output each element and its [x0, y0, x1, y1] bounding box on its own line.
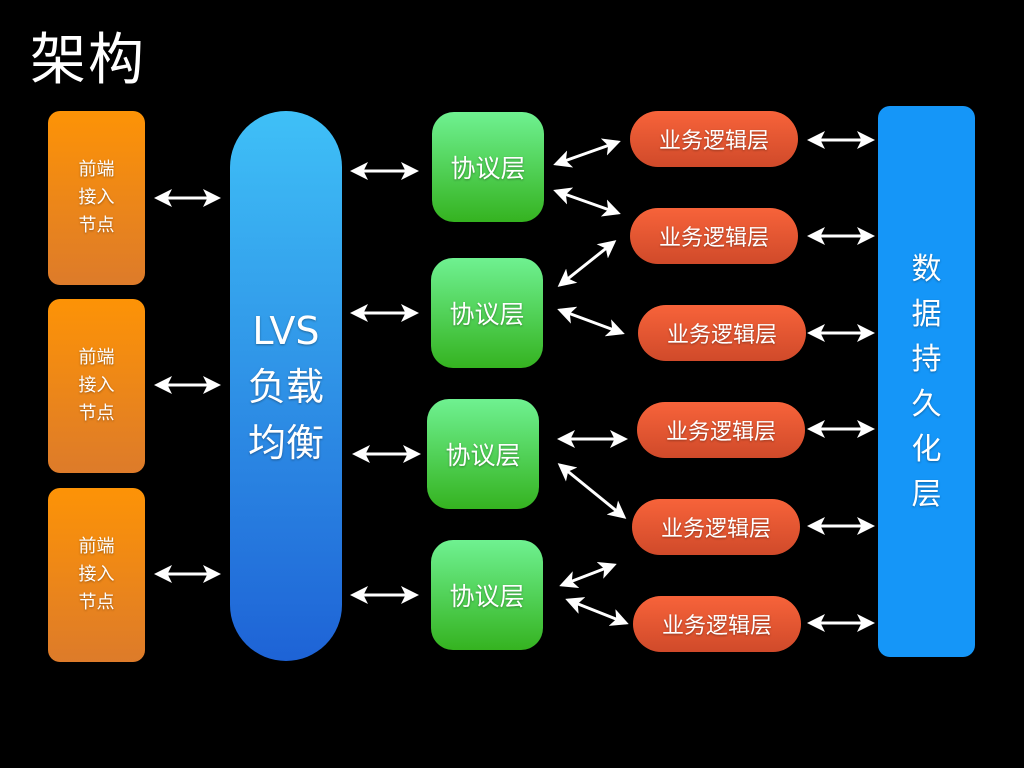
bidirectional-arrow-protocol-4-business-6: [565, 597, 629, 626]
lvs-label: 均衡: [247, 421, 324, 465]
business-logic-layer-6: 业务逻辑层: [633, 596, 801, 652]
frontend-node-label: 节点: [78, 403, 115, 424]
data-layer-char: 据: [911, 296, 942, 332]
protocol-layer-label: 协议层: [449, 300, 525, 329]
frontend-node-1: 前端 接入 节点: [48, 111, 145, 285]
frontend-node-2: 前端 接入 节点: [48, 299, 145, 473]
data-layer-char: 化: [911, 431, 942, 467]
data-layer-char: 数: [911, 251, 942, 287]
lvs-load-balancer: LVS 负载 均衡: [230, 111, 342, 661]
business-logic-label: 业务逻辑层: [658, 226, 769, 251]
frontend-node-label: 前端: [78, 347, 115, 368]
business-logic-layer-4: 业务逻辑层: [637, 402, 805, 458]
protocol-layer-3: 协议层: [427, 399, 539, 509]
frontend-node-label: 前端: [78, 536, 115, 557]
business-logic-label: 业务逻辑层: [660, 517, 771, 542]
protocol-layer-4: 协议层: [431, 540, 543, 650]
frontend-node-label: 接入: [78, 375, 115, 396]
data-layer-char: 久: [911, 386, 942, 422]
bidirectional-arrow-protocol-1-business-1: [553, 138, 621, 168]
business-logic-layer-3: 业务逻辑层: [638, 305, 806, 361]
bidirectional-arrow-protocol-2-business-2: [557, 240, 617, 287]
business-logic-label: 业务逻辑层: [658, 129, 769, 154]
business-logic-layer-1: 业务逻辑层: [630, 111, 798, 167]
frontend-node-label: 节点: [78, 215, 115, 236]
bidirectional-arrow-protocol-1-business-2: [553, 187, 621, 217]
frontend-node-3: 前端 接入 节点: [48, 488, 145, 662]
bidirectional-arrow-protocol-4-business-5: [559, 561, 617, 589]
frontend-node-label: 接入: [78, 564, 115, 585]
business-logic-label: 业务逻辑层: [665, 420, 776, 445]
frontend-node-label: 接入: [78, 187, 115, 208]
slide-title: 架构: [30, 28, 146, 93]
lvs-label: LVS: [252, 309, 320, 353]
protocol-layer-label: 协议层: [450, 154, 526, 183]
protocol-layer-label: 协议层: [445, 441, 521, 470]
protocol-layer-2: 协议层: [431, 258, 543, 368]
frontend-node-label: 前端: [78, 159, 115, 180]
business-logic-layer-2: 业务逻辑层: [630, 208, 798, 264]
frontend-node-label: 节点: [78, 592, 115, 613]
data-persistence-layer: 数 据 持 久 化 层: [878, 106, 975, 657]
protocol-layer-label: 协议层: [449, 582, 525, 611]
data-layer-char: 持: [911, 341, 942, 377]
data-layer-char: 层: [911, 476, 942, 512]
lvs-label: 负载: [247, 365, 324, 409]
business-logic-label: 业务逻辑层: [666, 323, 777, 348]
business-logic-label: 业务逻辑层: [661, 614, 772, 639]
bidirectional-arrow-protocol-3-business-5: [557, 463, 627, 519]
business-logic-layer-5: 业务逻辑层: [632, 499, 800, 555]
bidirectional-arrow-protocol-2-business-3: [557, 306, 625, 337]
protocol-layer-1: 协议层: [432, 112, 544, 222]
